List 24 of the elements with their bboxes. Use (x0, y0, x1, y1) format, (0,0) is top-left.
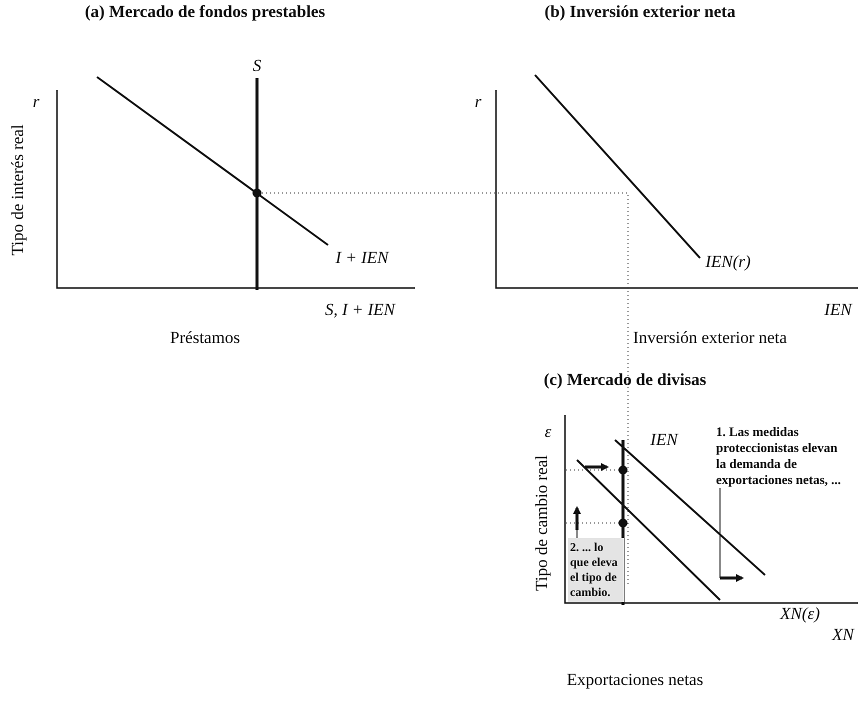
curve-label: IEN(r) (705, 252, 751, 272)
axis-title: Préstamos (170, 328, 240, 348)
axis-symbol: r (474, 92, 482, 112)
axis-title: Exportaciones netas (566, 670, 704, 690)
axis-label: IEN (824, 300, 852, 320)
axis-title: Tipo de cambio real (532, 455, 552, 591)
annotation-text: 1. Las medidas proteccionistas elevan la demanda de exportaciones netas, ... (716, 424, 848, 488)
panel-title: (c) Mercado de divisas (544, 370, 706, 390)
direction-arrow (720, 574, 744, 582)
direction-arrow (573, 506, 581, 530)
curve-label: IEN (650, 430, 678, 450)
axis-symbol: ε (544, 422, 552, 442)
axis-symbol: r (32, 92, 40, 112)
axis-label: S, I + IEN (324, 300, 396, 320)
axis-title: Inversión exterior neta (633, 328, 787, 348)
axis-title: Tipo de interés real (8, 124, 28, 256)
axis-label: XN (832, 625, 854, 645)
curve-label: S (252, 56, 262, 76)
panel-title: (a) Mercado de fondos prestables (84, 2, 326, 22)
panel-title: (b) Inversión exterior neta (544, 2, 736, 22)
curve-label: XN(ε) (780, 604, 820, 624)
curve-label: I + IEN (335, 248, 389, 268)
leader-line (576, 530, 578, 538)
annotation-text: 2. ... lo que eleva el tipo de cambio. (568, 538, 624, 602)
